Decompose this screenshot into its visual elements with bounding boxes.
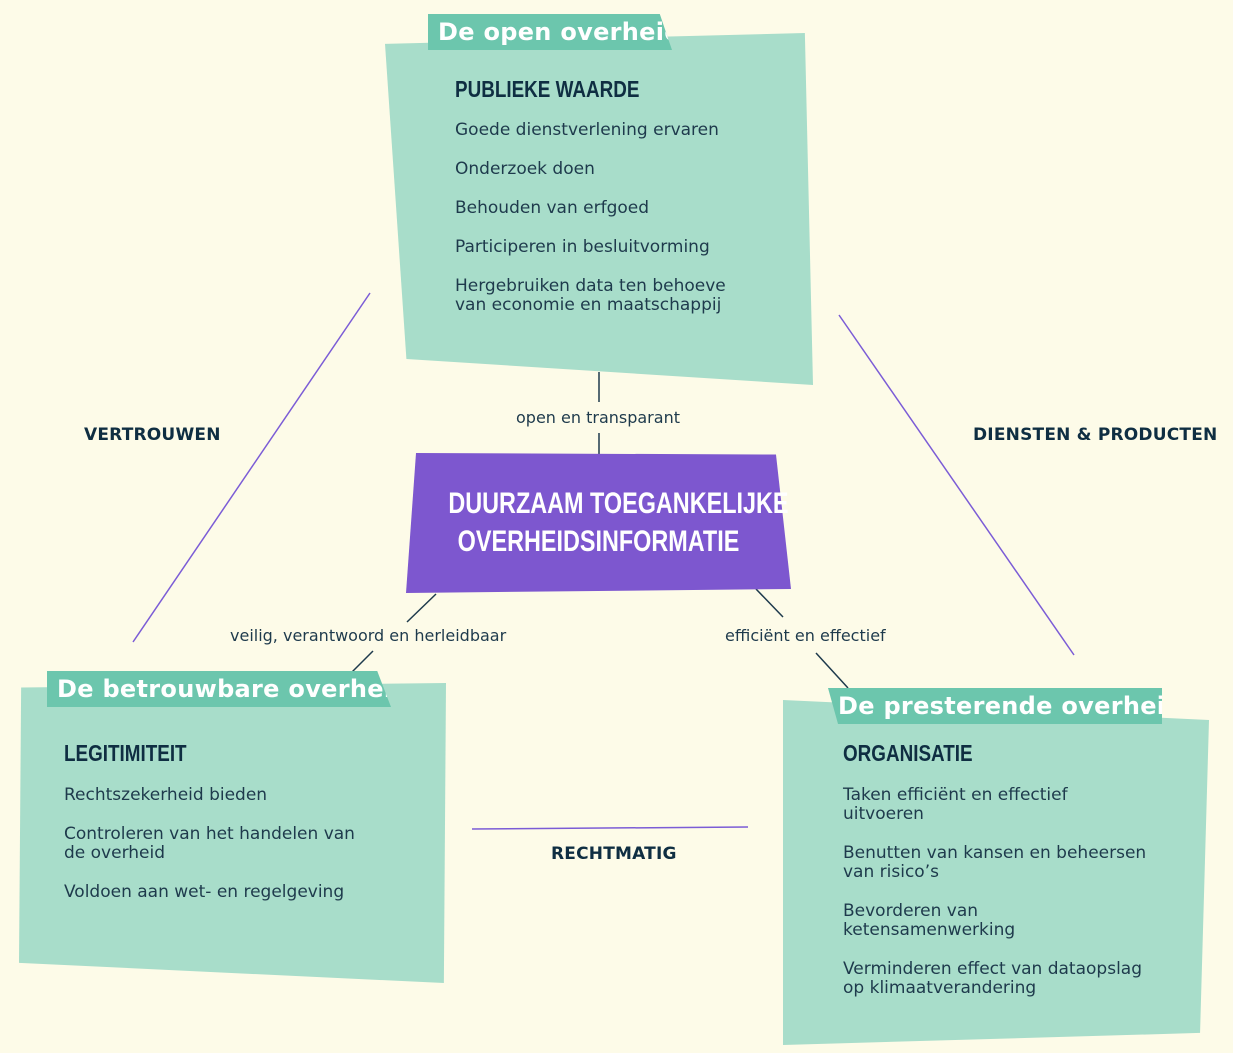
connector-left-upper bbox=[406, 593, 437, 623]
tag-open-overheid: De open overheid bbox=[428, 14, 672, 50]
connector-right-upper bbox=[755, 588, 784, 618]
list-item: Benutten van kansen en beheersen van ris… bbox=[843, 843, 1147, 882]
list-item: Hergebruiken data ten behoeve van econom… bbox=[455, 276, 726, 315]
list-item: Onderzoek doen bbox=[455, 159, 595, 179]
list-item: Bevorderen van ketensamenwerking bbox=[843, 901, 1016, 940]
side-line-bottom bbox=[471, 826, 749, 830]
heading-legitimiteit: LEGITIMITEIT bbox=[64, 740, 187, 766]
center-title: DUURZAAM TOEGANKELIJKE OVERHEIDSINFORMAT… bbox=[406, 485, 791, 561]
heading-organisatie: ORGANISATIE bbox=[843, 740, 973, 766]
edge-label-veilig: veilig, verantwoord en herleidbaar bbox=[230, 626, 507, 645]
center-title-line2: OVERHEIDSINFORMATIE bbox=[457, 525, 740, 558]
list-item: Behouden van erfgoed bbox=[455, 198, 650, 218]
list-item: Participeren in besluitvorming bbox=[455, 237, 710, 257]
heading-publieke-waarde: PUBLIEKE WAARDE bbox=[455, 76, 640, 102]
side-label-vertrouwen: VERTROUWEN bbox=[84, 425, 221, 445]
center-box bbox=[406, 453, 791, 593]
side-label-rechtmatig: RECHTMATIG bbox=[551, 844, 677, 864]
list-item: Goede dienstverlening ervaren bbox=[455, 120, 719, 140]
list-item: Verminderen effect van dataopslag op kli… bbox=[843, 959, 1142, 998]
edge-label-efficient: efficiënt en effectief bbox=[725, 626, 886, 645]
list-item: Controleren van het handelen van de over… bbox=[64, 824, 355, 863]
card-betrouwbare-overheid bbox=[19, 683, 446, 983]
side-label-diensten-producten: DIENSTEN & PRODUCTEN bbox=[973, 425, 1218, 445]
side-line-left bbox=[132, 292, 371, 643]
tag-betrouwbare-overheid: De betrouwbare overheid bbox=[47, 671, 391, 707]
list-item: Voldoen aan wet- en regelgeving bbox=[64, 882, 345, 902]
edge-label-open-transparant: open en transparant bbox=[516, 408, 680, 427]
card-open-overheid bbox=[385, 33, 813, 385]
list-item: Taken efficiënt en effectief uitvoeren bbox=[843, 785, 1068, 824]
side-line-right bbox=[838, 314, 1075, 656]
connector-left-lower bbox=[349, 650, 374, 675]
card-presterende-overheid bbox=[783, 700, 1209, 1045]
list-item: Rechtszekerheid bieden bbox=[64, 785, 268, 805]
center-title-line1: DUURZAAM TOEGANKELIJKE bbox=[448, 487, 789, 520]
connector-right-lower bbox=[815, 652, 849, 689]
tag-presterende-overheid: De presterende overheid bbox=[828, 688, 1162, 724]
